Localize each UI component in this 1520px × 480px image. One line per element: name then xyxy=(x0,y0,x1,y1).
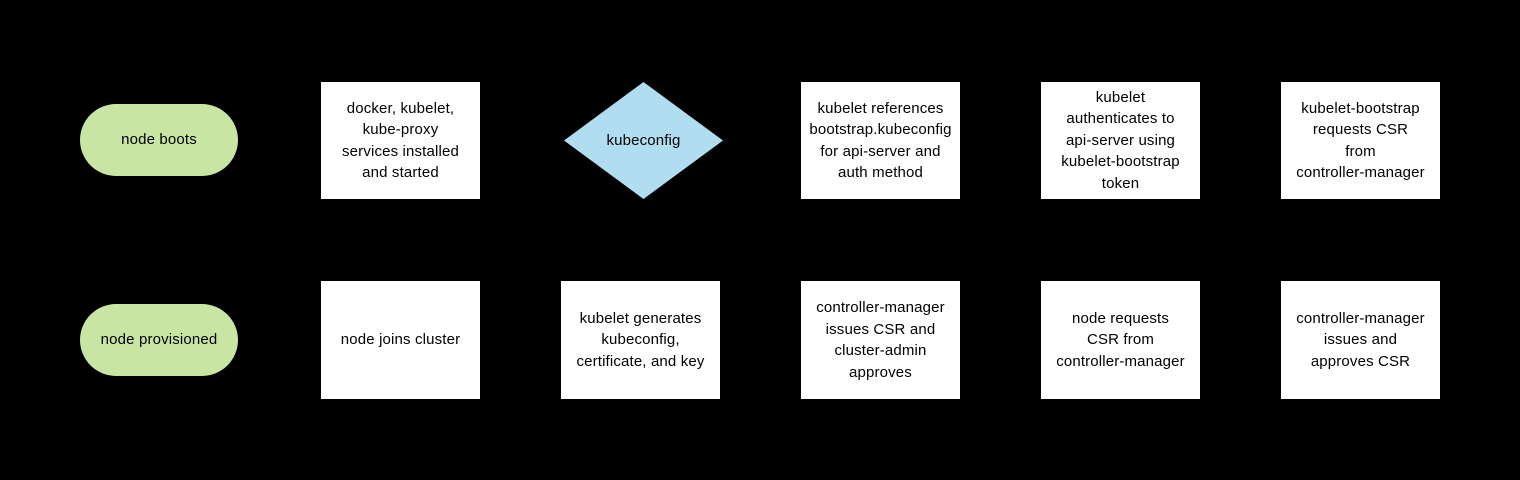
flowchart-node-label: controller-manager issues CSR and cluste… xyxy=(816,299,945,381)
flowchart-node-node-provisioned[interactable]: node provisioned xyxy=(80,304,238,376)
flowchart-node-kubelet-generates[interactable]: kubelet generates kubeconfig, certificat… xyxy=(561,281,720,399)
flowchart-node-label: node requests CSR from controller-manage… xyxy=(1056,309,1185,370)
flowchart-node-label: docker, kubelet, kube-proxy services ins… xyxy=(342,99,459,182)
flowchart-node-label: kubelet-bootstrap requests CSR from cont… xyxy=(1296,99,1425,182)
flowchart-node-controller-manager-issues-approves[interactable]: controller-manager issues and approves C… xyxy=(1281,281,1440,399)
flowchart-node-label: kubelet authenticates to api-server usin… xyxy=(1061,88,1180,192)
flowchart-node-kubelet-references-bootstrap[interactable]: kubelet references bootstrap.kubeconfig … xyxy=(801,82,960,199)
flowchart-node-label: kubelet references bootstrap.kubeconfig … xyxy=(809,99,952,182)
flowchart-node-label: node boots xyxy=(121,131,197,149)
flowchart-node-services-installed[interactable]: docker, kubelet, kube-proxy services ins… xyxy=(321,82,480,199)
flowchart-node-kubeconfig[interactable]: kubeconfig xyxy=(564,82,723,199)
flowchart-node-node-requests-csr[interactable]: node requests CSR from controller-manage… xyxy=(1041,281,1200,399)
flowchart-node-node-joins-cluster[interactable]: node joins cluster xyxy=(321,281,480,399)
flowchart-node-controller-manager-issues-csr[interactable]: controller-manager issues CSR and cluste… xyxy=(801,281,960,399)
flowchart-node-label: kubeconfig xyxy=(606,131,681,149)
flowchart-node-label: node provisioned xyxy=(100,331,218,349)
flowchart-node-label: node joins cluster xyxy=(340,331,461,349)
flowchart-node-label: controller-manager issues and approves C… xyxy=(1296,309,1425,370)
flowchart-node-node-boots[interactable]: node boots xyxy=(80,104,238,176)
flowchart-node-label: kubelet generates kubeconfig, certificat… xyxy=(576,309,705,370)
flowchart-node-kubelet-authenticates[interactable]: kubelet authenticates to api-server usin… xyxy=(1041,82,1200,199)
flowchart-node-kubelet-bootstrap-requests-csr[interactable]: kubelet-bootstrap requests CSR from cont… xyxy=(1281,82,1440,199)
